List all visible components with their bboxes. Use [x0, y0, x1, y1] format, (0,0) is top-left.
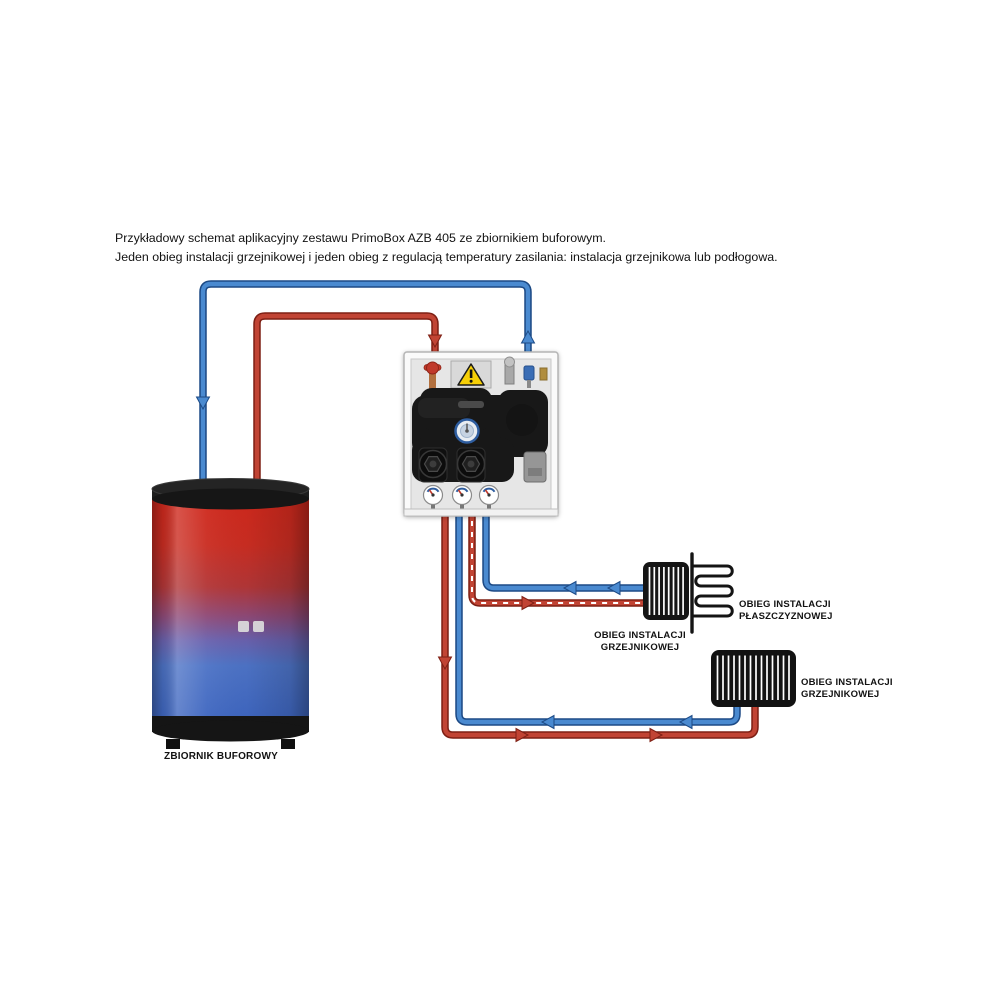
- tank-foot-left: [166, 739, 180, 749]
- radiator-circuit-top-label: OBIEG INSTALACJI GRZEJNIKOWEJ: [594, 630, 686, 654]
- controller-box-detail: [528, 468, 542, 476]
- surface-circuit-label: OBIEG INSTALACJI PŁASZCZYZNOWEJ: [739, 599, 833, 623]
- copper-stub: [429, 370, 436, 390]
- pipe-return-radiator-circuit: [455, 506, 741, 726]
- flow-arrow-blue-up-from-unit: [520, 329, 536, 344]
- flow-arrow-blue-left-1: [540, 714, 555, 730]
- pipe-supply-radiator-circuit: [441, 506, 759, 739]
- flow-arrow-red-down-circuit: [437, 656, 453, 671]
- tank-shading: [152, 494, 309, 726]
- vent-slot: [458, 401, 484, 408]
- primobox-unit: [403, 351, 559, 517]
- red-valve-icon: [426, 361, 439, 375]
- buffer-tank: [151, 478, 310, 749]
- flow-arrow-blue-left-regulated-2: [606, 580, 621, 596]
- gauge-icon-2: [451, 484, 473, 510]
- pump-icon-left: [418, 447, 448, 483]
- schematic-title: Przykładowy schemat aplikacyjny zestawu …: [115, 229, 778, 267]
- floor-heating-coil: [690, 564, 734, 618]
- warning-plate: [450, 360, 492, 389]
- warning-exclamation-dot: [469, 379, 473, 383]
- flow-arrow-blue-left-2: [678, 714, 693, 730]
- blue-component: [523, 365, 535, 381]
- pipe-return-regulated-circuit: [482, 506, 650, 592]
- brass-fitting: [539, 367, 548, 381]
- flow-arrow-red-right-1: [515, 727, 530, 743]
- title-line-2: Jeden obieg instalacji grzejnikowej i je…: [115, 250, 778, 265]
- title-line-1: Przykładowy schemat aplikacyjny zestawu …: [115, 231, 606, 245]
- tank-sensor-left: [238, 621, 249, 632]
- flow-arrow-red-right-regulated: [521, 595, 536, 611]
- flow-arrow-blue-down-to-tank: [195, 396, 211, 411]
- cabinet-sill: [403, 508, 559, 517]
- tank-sensor-right: [253, 621, 264, 632]
- flow-arrow-red-down-to-unit: [427, 334, 443, 349]
- timer-dial-icon: [454, 418, 480, 444]
- pump-icon-right: [456, 447, 486, 483]
- pipe-supply-regulated-circuit: [468, 506, 650, 607]
- buffer-tank-label: ZBIORNIK BUFOROWY: [164, 751, 278, 762]
- flow-arrow-blue-left-regulated-1: [562, 580, 577, 596]
- controller-box: [523, 451, 547, 483]
- tank-bottom-cap-ellipse: [152, 720, 309, 742]
- gauge-icon-3: [478, 484, 500, 510]
- gauge-icon-1: [422, 484, 444, 510]
- radiator-1: [643, 562, 689, 620]
- tank-foot-right: [281, 739, 295, 749]
- chrome-fitting-cap: [504, 356, 515, 368]
- pipe-supply-from-tank: [253, 312, 439, 498]
- radiator-2: [711, 650, 796, 707]
- tank-top-cap-lower: [152, 488, 309, 510]
- pipe-return-to-tank: [199, 280, 532, 498]
- warning-exclamation-bar: [469, 369, 473, 378]
- flow-arrow-red-right-2: [649, 727, 664, 743]
- radiator-circuit-bottom-label: OBIEG INSTALACJI GRZEJNIKOWEJ: [801, 677, 893, 701]
- blue-component-stem: [527, 380, 531, 388]
